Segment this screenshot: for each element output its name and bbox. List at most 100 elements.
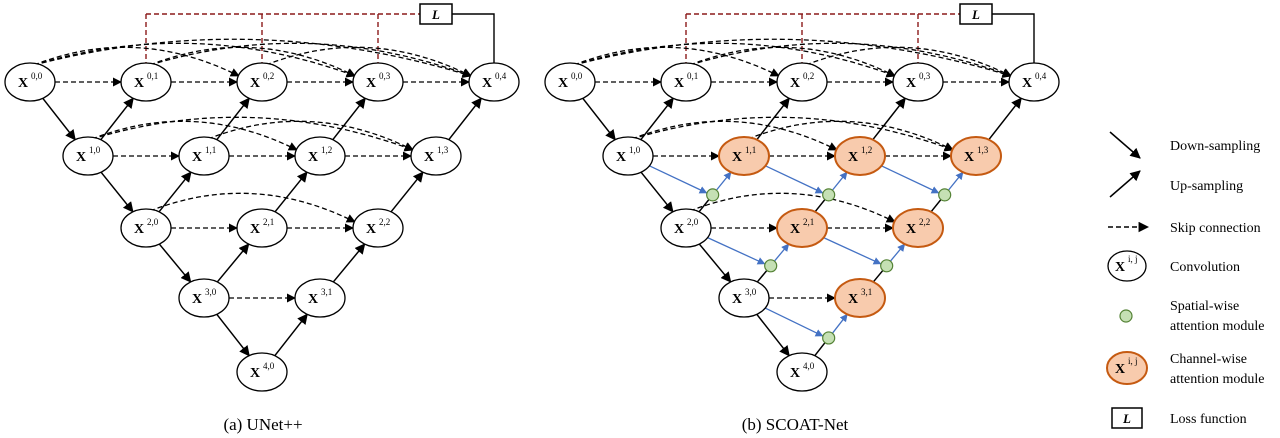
up-sampling-arrow [158, 171, 192, 213]
conv-node-x01 [660, 62, 712, 102]
conv-node-x04 [1008, 62, 1060, 102]
node-label-x00: X [18, 76, 28, 91]
conv-node-x30 [718, 278, 770, 318]
loss-box [419, 3, 453, 25]
node-label-x12: X [308, 150, 318, 165]
node-sup-x02: 0,2 [803, 71, 814, 81]
node-label-x30: X [192, 292, 202, 307]
channel-attention-node-x13 [950, 136, 1002, 176]
skip-connection [805, 46, 1012, 77]
legend-loss-box [1111, 407, 1143, 429]
loss-symbol: L [431, 7, 440, 22]
skip-connection [33, 42, 356, 78]
conv-node-x10 [602, 136, 654, 176]
node-sup-x10: 1,0 [89, 145, 101, 155]
node-sup-x30: 3,0 [745, 287, 757, 297]
legend-up-arrow [1109, 170, 1141, 198]
conv-node-x04 [468, 62, 520, 102]
conv-node-x30 [178, 278, 230, 318]
attention-up-arrow [948, 171, 964, 191]
node-label-x11: X [732, 150, 742, 165]
conv-node-x20 [660, 208, 712, 248]
conv-node-x10 [62, 136, 114, 176]
loss-symbol: L [971, 7, 980, 22]
node-label-x22: X [366, 222, 376, 237]
node-label-x03: X [366, 76, 376, 91]
node-label-x10: X [616, 150, 626, 165]
loss-box [959, 3, 993, 25]
node-label-x20: X [134, 222, 144, 237]
attention-up-arrow [832, 313, 848, 334]
attention-skip-arrow [649, 165, 708, 194]
attention-skip-arrow [881, 165, 940, 194]
skip-connection [573, 38, 1012, 78]
node-sup-x13: 1,3 [977, 145, 989, 155]
node-sup-x22: 2,2 [919, 217, 930, 227]
node-label-x13: X [424, 150, 434, 165]
conv-node-x03 [892, 62, 944, 102]
node-sup-x21: 2,1 [803, 217, 814, 227]
node-sup-x40: 4,0 [263, 361, 275, 371]
down-sampling-arrow [756, 313, 790, 357]
legend-loss-symbol: L [1122, 411, 1131, 426]
skip-connection [33, 46, 240, 77]
node-sup-x30: 3,0 [205, 287, 217, 297]
down-sampling-arrow [158, 243, 192, 283]
node-sup-x11: 1,1 [205, 145, 216, 155]
caption-scoat: (b) SCOAT-Net [742, 415, 849, 434]
legend-channel-sup: i, j [1128, 356, 1138, 366]
legend-conv-sup: i, j [1128, 254, 1138, 264]
node-label-x21: X [790, 222, 800, 237]
up-sampling-arrow [274, 313, 308, 357]
down-sampling-arrow [216, 313, 250, 357]
skip-connection [265, 46, 472, 77]
skip-connection [573, 42, 896, 78]
skip-connection [207, 120, 414, 151]
conv-node-x11 [178, 136, 230, 176]
attention-skip-arrow [707, 237, 766, 265]
up-sampling-arrow [216, 243, 250, 283]
conv-node-x02 [776, 62, 828, 102]
skip-connection [91, 116, 414, 152]
conv-node-x12 [294, 136, 346, 176]
node-label-x02: X [250, 76, 260, 91]
skip-connection [631, 120, 838, 151]
conv-node-x03 [352, 62, 404, 102]
node-sup-x20: 2,0 [687, 217, 699, 227]
channel-attention-node-x11 [718, 136, 770, 176]
node-sup-x12: 1,2 [861, 145, 872, 155]
legend-spatial-dot [1119, 309, 1133, 323]
spatial-attention-module [764, 259, 778, 273]
node-sup-x03: 0,3 [919, 71, 931, 81]
up-sampling-arrow [390, 171, 424, 213]
conv-node-x21 [236, 208, 288, 248]
node-label-x40: X [790, 366, 800, 381]
channel-attention-node-x22 [892, 208, 944, 248]
node-label-x30: X [732, 292, 742, 307]
loss-output-line [452, 13, 495, 63]
attention-skip-arrow [765, 165, 824, 194]
attention-up-arrow [774, 243, 790, 262]
up-sampling-arrow [988, 97, 1022, 141]
node-label-x22: X [906, 222, 916, 237]
skip-connection [149, 42, 472, 78]
down-sampling-arrow [100, 171, 134, 213]
node-label-x10: X [76, 150, 86, 165]
node-label-x02: X [790, 76, 800, 91]
legend: Down-sampling Up-sampling Skip connectio… [1106, 131, 1264, 429]
node-sup-x31: 3,1 [861, 287, 872, 297]
down-sampling-arrow [582, 97, 616, 141]
legend-channel-symbol: X [1115, 362, 1125, 377]
spatial-attention-module [938, 188, 952, 202]
legend-channel-label-1: Channel-wise [1170, 352, 1247, 367]
skip-connection [689, 192, 896, 223]
node-sup-x11: 1,1 [745, 145, 756, 155]
node-label-x13: X [964, 150, 974, 165]
legend-channel-label-2: attention module [1170, 372, 1264, 387]
node-label-x21: X [250, 222, 260, 237]
legend-loss-label: Loss function [1170, 412, 1247, 427]
node-sup-x01: 0,1 [687, 71, 698, 81]
loss-output-line [992, 13, 1035, 63]
